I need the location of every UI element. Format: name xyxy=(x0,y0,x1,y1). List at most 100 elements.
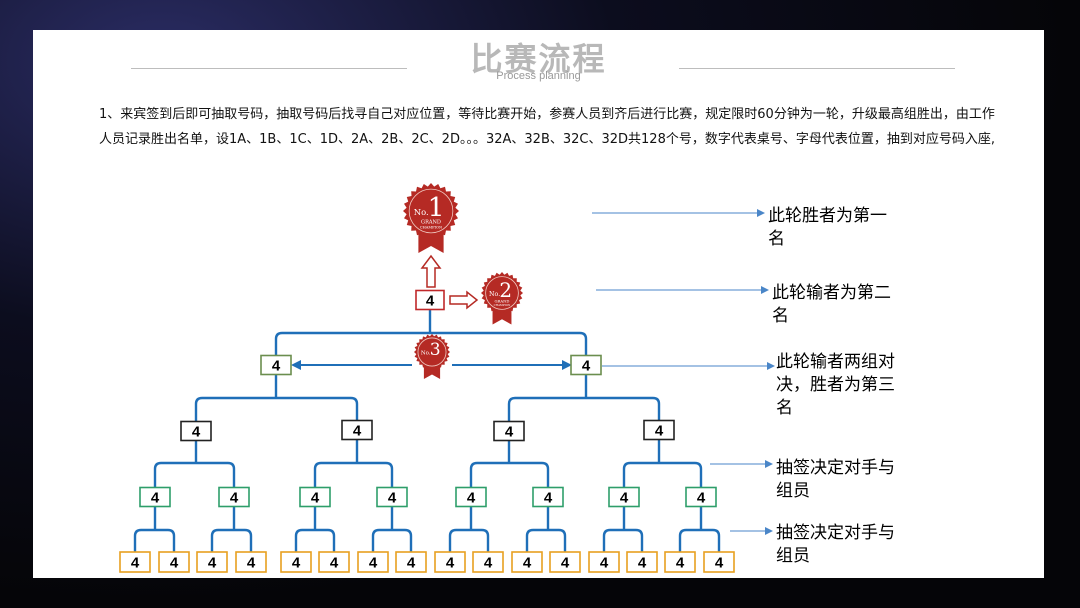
connector-semi-left xyxy=(194,374,359,421)
note-first-place: 此轮胜者为第一名 xyxy=(768,206,887,249)
node-semifinal: 4 xyxy=(260,354,292,376)
node-value: 4 xyxy=(311,490,320,507)
medal-number: 2 xyxy=(499,278,512,302)
node-round-of-16: 4 xyxy=(685,486,717,508)
connector-round-5 xyxy=(448,506,490,552)
node-round-of-32: 4 xyxy=(119,551,151,573)
node-value: 4 xyxy=(151,490,160,507)
node-round-of-32: 4 xyxy=(626,551,658,573)
node-value: 4 xyxy=(697,490,706,507)
node-value: 4 xyxy=(544,490,553,507)
node-value: 4 xyxy=(523,555,532,572)
page-subtitle: Process planning xyxy=(496,70,581,82)
connector-semi-right xyxy=(507,374,661,421)
node-round-of-32: 4 xyxy=(588,551,620,573)
node-value: 4 xyxy=(353,423,362,440)
winner-up-arrow xyxy=(420,254,442,288)
node-value: 4 xyxy=(467,490,476,507)
node-round-of-32: 4 xyxy=(703,551,735,573)
node-round-of-32: 4 xyxy=(434,551,466,573)
third-place-arrowhead-left xyxy=(291,360,301,370)
bracket-connectors xyxy=(133,309,721,552)
connector-quarter-1 xyxy=(153,440,236,487)
slide: 比赛流程 Process planning 1、来宾签到后即可抽取号码，抽取号码… xyxy=(33,30,1044,578)
node-value: 4 xyxy=(369,555,378,572)
node-value: 4 xyxy=(620,490,629,507)
note-draw-round-5: 抽签决定对手与组员 xyxy=(776,523,895,566)
node-value: 4 xyxy=(247,555,256,572)
node-round-of-32: 4 xyxy=(664,551,696,573)
node-round-of-32: 4 xyxy=(196,551,228,573)
node-value: 4 xyxy=(292,555,301,572)
title-rule-left xyxy=(131,68,407,69)
node-quarterfinal: 4 xyxy=(341,419,373,441)
node-value: 4 xyxy=(230,490,239,507)
connector-quarter-2 xyxy=(313,439,394,487)
medal-caption: GRAND xyxy=(495,298,510,303)
note-draw-round-4: 抽签决定对手与组员 xyxy=(776,458,895,501)
runner-up-right-arrow xyxy=(449,290,479,310)
node-round-of-16: 4 xyxy=(218,486,250,508)
medal-caption-2: CHAMPION xyxy=(420,225,443,229)
node-value: 4 xyxy=(407,555,416,572)
node-round-of-16: 4 xyxy=(376,486,408,508)
bracket-nodes: 4 4 4 4 4 4 4 4 4 4 4 4 4 4 4 4 4 4 4 4 4 4 4 4 4 4 4 4 4 4 4 xyxy=(119,289,735,573)
node-round-of-32: 4 xyxy=(158,551,190,573)
medal-caption: GRAND xyxy=(421,220,441,226)
node-value: 4 xyxy=(426,293,435,310)
node-value: 4 xyxy=(131,555,140,572)
node-value: 4 xyxy=(208,555,217,572)
node-value: 4 xyxy=(505,424,514,441)
connector-round-1 xyxy=(133,506,176,552)
node-value: 4 xyxy=(192,424,201,441)
note-second-place: 此轮输者为第二名 xyxy=(772,283,891,326)
node-value: 4 xyxy=(170,555,179,572)
node-round-of-16: 4 xyxy=(608,486,640,508)
node-round-of-32: 4 xyxy=(318,551,350,573)
node-value: 4 xyxy=(676,555,685,572)
note-arrows xyxy=(420,209,775,535)
node-quarterfinal: 4 xyxy=(643,419,675,441)
node-quarterfinal: 4 xyxy=(180,420,212,442)
node-value: 4 xyxy=(600,555,609,572)
node-round-of-32: 4 xyxy=(357,551,389,573)
node-round-of-32: 4 xyxy=(280,551,312,573)
title-rule-right xyxy=(679,68,955,69)
node-round-of-32: 4 xyxy=(511,551,543,573)
node-value: 4 xyxy=(272,358,281,375)
connector-round-6 xyxy=(525,506,567,552)
node-value: 4 xyxy=(715,555,724,572)
node-round-of-32: 4 xyxy=(549,551,581,573)
node-value: 4 xyxy=(484,555,493,572)
node-value: 4 xyxy=(582,358,591,375)
node-value: 4 xyxy=(655,423,664,440)
node-round-of-16: 4 xyxy=(455,486,487,508)
node-semifinal: 4 xyxy=(570,354,602,376)
page-title: 比赛流程 xyxy=(470,40,607,78)
node-value: 4 xyxy=(330,555,339,572)
connector-round-3 xyxy=(294,506,336,552)
note-third-place: 此轮输者两组对决，胜者为第三名 xyxy=(776,352,895,418)
node-round-of-16: 4 xyxy=(139,486,171,508)
intro-paragraph: 1、来宾签到后即可抽取号码，抽取号码后找寻自己对应位置，等待比赛开始，参赛人员到… xyxy=(99,107,995,147)
connector-quarter-3 xyxy=(469,440,550,487)
node-round-of-16: 4 xyxy=(299,486,331,508)
connector-round-2 xyxy=(210,506,253,552)
medal-prefix: No. xyxy=(489,291,500,298)
node-round-of-32: 4 xyxy=(395,551,427,573)
node-value: 4 xyxy=(561,555,570,572)
node-quarterfinal: 4 xyxy=(493,420,525,442)
medal-number: 3 xyxy=(430,340,441,360)
medal-caption-2: CHAMPION xyxy=(494,303,511,307)
node-value: 4 xyxy=(638,555,647,572)
node-value: 4 xyxy=(388,490,397,507)
connector-round-8 xyxy=(678,506,721,552)
medal-third-place: 3No. xyxy=(414,334,450,379)
medal-prefix: No. xyxy=(421,351,431,357)
node-round-of-32: 4 xyxy=(472,551,504,573)
node-value: 4 xyxy=(446,555,455,572)
